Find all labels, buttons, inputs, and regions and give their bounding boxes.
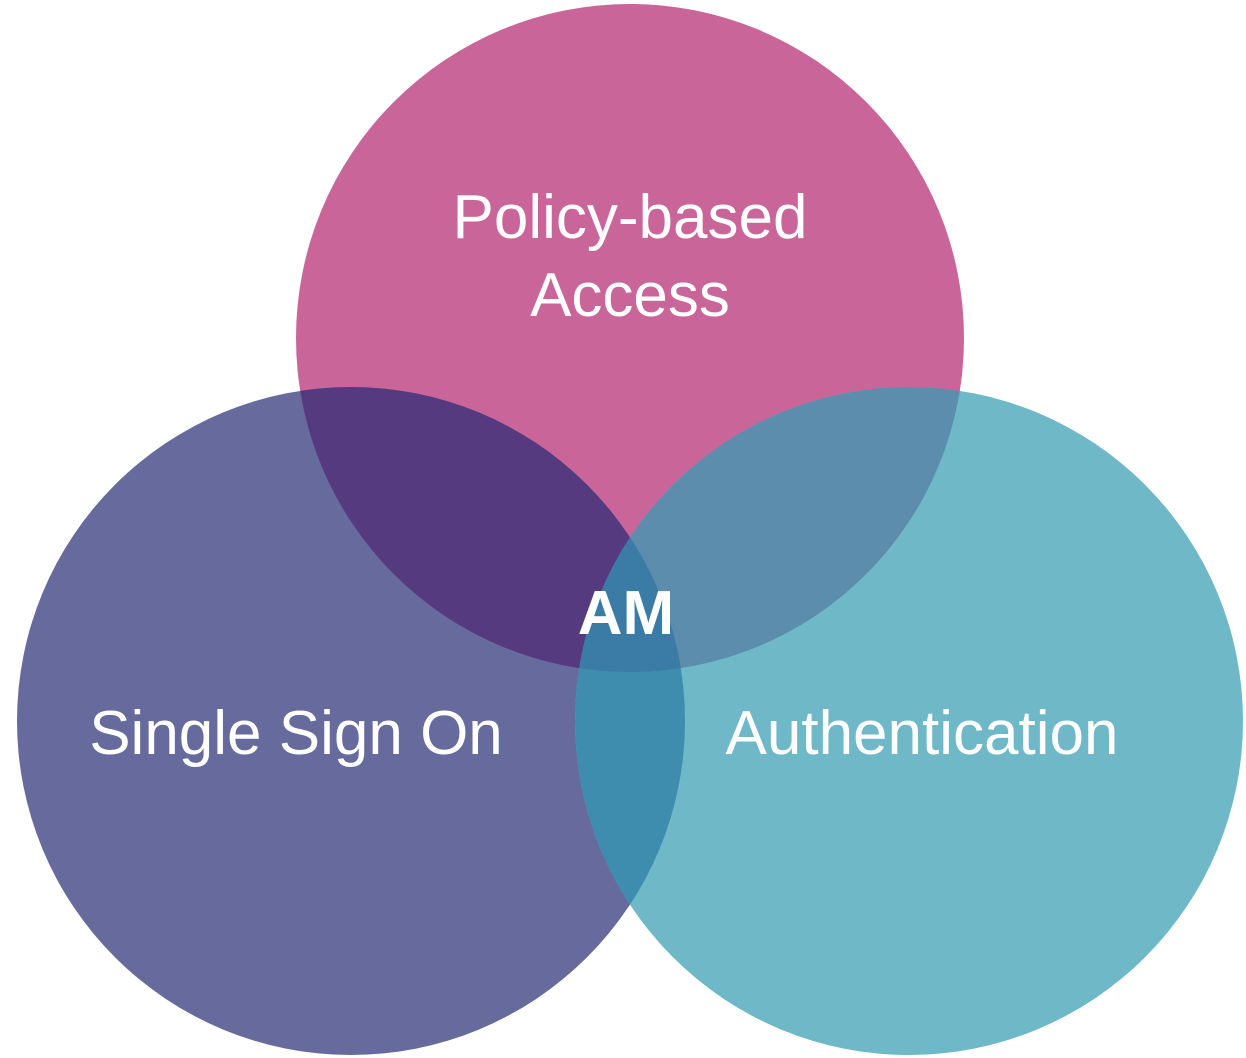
overlap-policy-sso xyxy=(296,387,685,672)
label-policy-line2: Access xyxy=(530,261,730,330)
label-single-sign-on: Single Sign On xyxy=(89,699,503,768)
label-policy-line1: Policy-based xyxy=(453,183,808,252)
label-authentication: Authentication xyxy=(726,699,1119,768)
label-center-am: AM xyxy=(578,579,674,648)
overlap-policy-auth xyxy=(575,387,964,672)
